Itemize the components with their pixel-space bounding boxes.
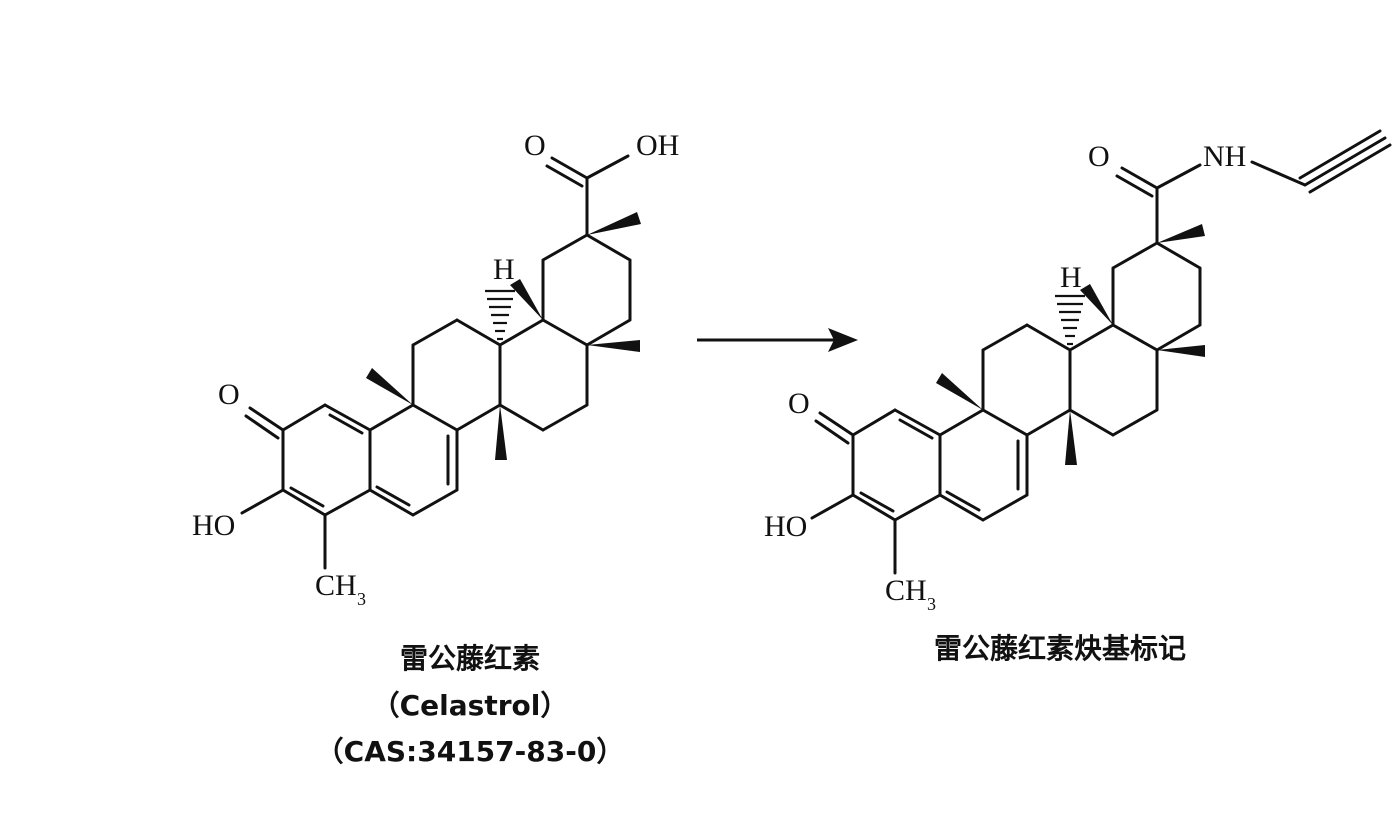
atom-label-methyl: CH: [885, 574, 927, 607]
ring-e-bonds: [541, 233, 632, 347]
hashed-bond: [1055, 294, 1085, 346]
atom-label-methyl: CH: [315, 569, 357, 602]
ring-b-bonds: [368, 403, 459, 517]
alkyne-celastrol-structure: O O NH H HO CH 3: [764, 129, 1392, 614]
methyl-wedge: [366, 368, 413, 405]
hydroxyl-bond: [240, 488, 285, 515]
reactant-name-en: （Celastrol）: [371, 689, 569, 722]
h-wedge: [510, 279, 543, 320]
ring-a-bonds: [281, 403, 372, 517]
ketone-bond: [244, 406, 285, 440]
ring-a-double-bonds: [289, 413, 364, 508]
hydroxyl-bond: [810, 493, 855, 520]
ring-c-bonds: [411, 318, 502, 432]
atom-label-oxygen: O: [788, 387, 810, 420]
reaction-arrow: [697, 328, 858, 352]
ring-b-double-bonds: [945, 439, 1020, 512]
ring-a-double-bonds: [859, 418, 934, 513]
methyl-wedge: [495, 405, 507, 460]
atom-label-hydroxyl: OH: [636, 129, 679, 162]
atom-label-oxygen: O: [524, 129, 546, 162]
methyl-wedge: [1065, 410, 1077, 465]
atom-label-hydroxyl: HO: [192, 509, 235, 542]
reactant-cas-number: （CAS:34157-83-0）: [315, 735, 625, 768]
ring-d-bonds: [1068, 323, 1159, 437]
acid-bonds: [545, 154, 630, 237]
ring-c-bonds: [981, 323, 1072, 437]
ring-b-bonds: [938, 408, 1029, 522]
methyl-wedge: [936, 373, 983, 410]
propargyl-bonds: [1250, 129, 1392, 194]
atom-label-subscript: 3: [927, 594, 936, 614]
celastrol-structure: O O OH H HO CH 3: [192, 129, 679, 609]
methyl-wedge: [587, 340, 640, 352]
ring-a-bonds: [851, 408, 942, 522]
ring-b-double-bonds: [375, 434, 450, 507]
atom-label-hydrogen: H: [1060, 261, 1082, 294]
ring-e-bonds: [1111, 241, 1202, 352]
hashed-bond: [485, 289, 515, 341]
ring-d-bonds: [498, 318, 589, 432]
product-name-zh: 雷公藤红素炔基标记: [933, 632, 1186, 665]
atom-label-amine: NH: [1203, 140, 1246, 173]
atom-label-oxygen: O: [1088, 140, 1110, 173]
atom-label-hydrogen: H: [493, 253, 515, 286]
amide-bonds: [1115, 163, 1202, 245]
atom-label-oxygen: O: [218, 378, 240, 411]
methyl-wedge: [1157, 224, 1205, 243]
methyl-wedge: [1157, 345, 1205, 357]
atom-label-hydroxyl: HO: [764, 510, 807, 543]
atom-label-subscript: 3: [357, 589, 366, 609]
ketone-bond: [814, 411, 855, 445]
methyl-wedge: [587, 212, 641, 235]
reactant-name-zh: 雷公藤红素: [399, 642, 540, 675]
h-wedge: [1080, 284, 1113, 325]
